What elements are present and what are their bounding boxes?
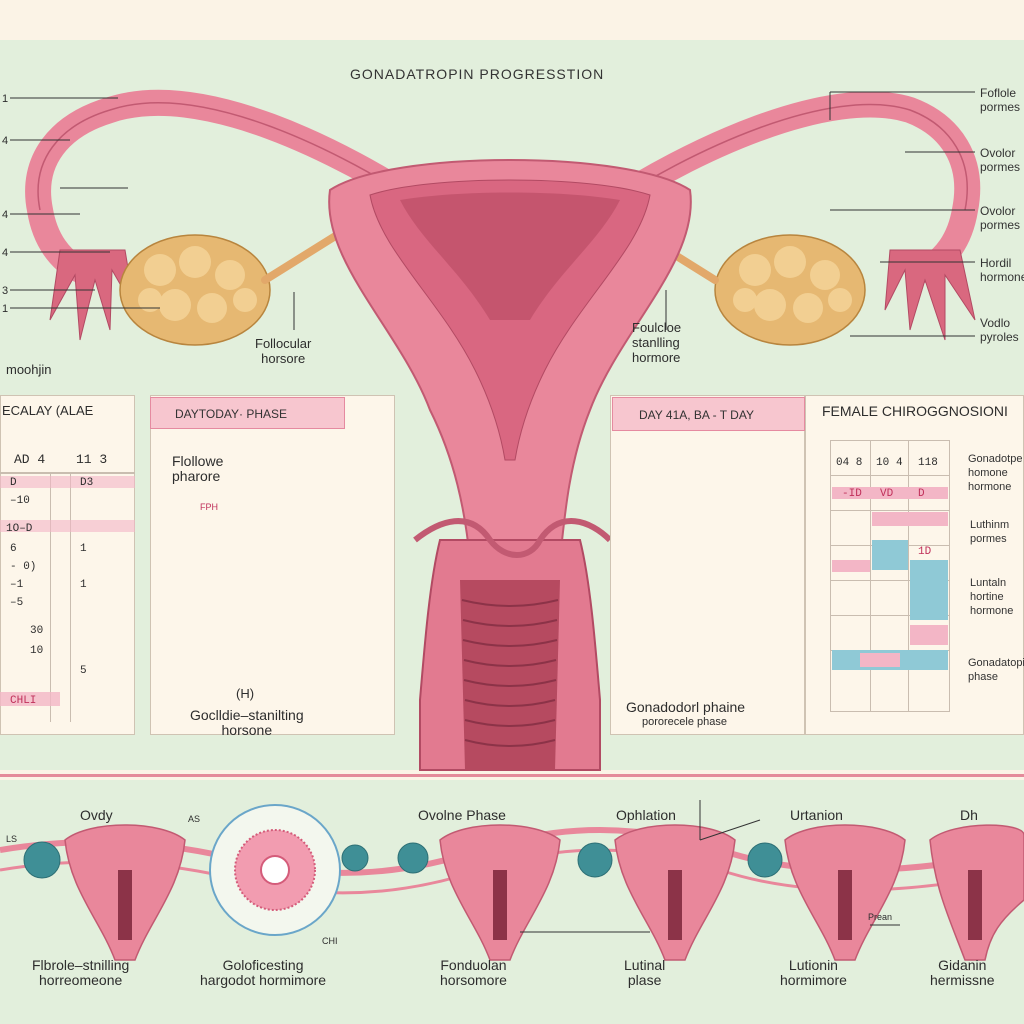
- card1-col-head-1: AD 4: [14, 452, 46, 467]
- syringe-card: [610, 395, 805, 735]
- card1-row-3: 1O–D: [6, 523, 33, 535]
- card4-col-head-1: 04 8: [836, 457, 863, 469]
- card2-mid-tag: (H): [236, 686, 255, 701]
- bottom-header-5: Dh: [960, 807, 978, 823]
- bottom-tag-2: LS: [6, 834, 18, 844]
- card4-side-label-4: Gonadatopinephase: [968, 657, 1024, 683]
- bottom-header-4: Urtanion: [790, 807, 843, 823]
- left-ovary: [119, 234, 271, 346]
- card4-col-head-2: 10: [876, 457, 890, 469]
- card1-col-head-2: 11 3: [76, 452, 108, 467]
- phase-card: [150, 395, 395, 735]
- card4-col-head-3: 4: [896, 457, 903, 469]
- right-ovary: [714, 234, 866, 346]
- section-divider: [0, 774, 1024, 777]
- card3-header: DAY 41A, BA - T DAY: [612, 397, 805, 431]
- left-tick-3: 4: [2, 209, 9, 221]
- card1-val-4: 1: [80, 543, 87, 555]
- card1-val-5: 1: [80, 579, 87, 591]
- card2-small-tag: FPH: [200, 502, 218, 512]
- left-small-label: moohjin: [6, 362, 52, 377]
- card1-row-8: 30: [30, 625, 44, 637]
- card4-header: FEMALE CHIROGGNOSIONI: [822, 403, 1008, 419]
- card4-cell-1: -ID: [842, 488, 862, 500]
- left-tick-5: 3: [2, 285, 9, 297]
- card4-cell-3: D: [918, 488, 925, 500]
- card1-row-9: 10: [30, 645, 44, 657]
- card1-row-1: D: [10, 477, 17, 489]
- card1-val-9: 5: [80, 665, 87, 677]
- card1-row-11: CHLI: [10, 695, 37, 707]
- card1-row-4: 6: [10, 543, 17, 555]
- bottom-cycle-illustration: [0, 800, 1024, 961]
- diagram-title: GONADATROPIN PROGRESSTION: [350, 66, 605, 82]
- card1-header: ECALAY (ALAE: [2, 403, 94, 418]
- chronogram-grid: [830, 440, 950, 712]
- card1-row-5: - 0): [10, 561, 37, 573]
- left-tick-4: 4: [2, 247, 9, 259]
- bottom-header-1: Ovdy: [80, 807, 113, 823]
- card2-header: DAYTODAY· PHASE: [150, 397, 345, 429]
- bottom-tag-4: Prean: [868, 912, 893, 922]
- left-tick-2: 4: [2, 135, 9, 147]
- mini-uterus: [64, 824, 1024, 961]
- left-tick-1: 1: [2, 93, 9, 105]
- card1-row-7: –5: [10, 597, 24, 609]
- card1-row-2: –10: [10, 495, 30, 507]
- bottom-header-2: Ovolne Phase: [418, 807, 506, 823]
- bottom-header-3: Ophlation: [616, 807, 676, 823]
- bottom-tag-1: AS: [188, 814, 201, 824]
- right-fimbriae: [884, 249, 976, 341]
- card4-cell-2: VD: [880, 488, 894, 500]
- cycle-table-card: [0, 395, 135, 735]
- card4-cell-6: 1D: [918, 546, 932, 558]
- left-tick-6: 1: [2, 303, 9, 315]
- card1-val-1: D3: [80, 477, 94, 489]
- card1-row-6: –1: [10, 579, 24, 591]
- card4-col-head-4: 118: [918, 457, 938, 469]
- bottom-tag-3: CHI: [322, 936, 338, 946]
